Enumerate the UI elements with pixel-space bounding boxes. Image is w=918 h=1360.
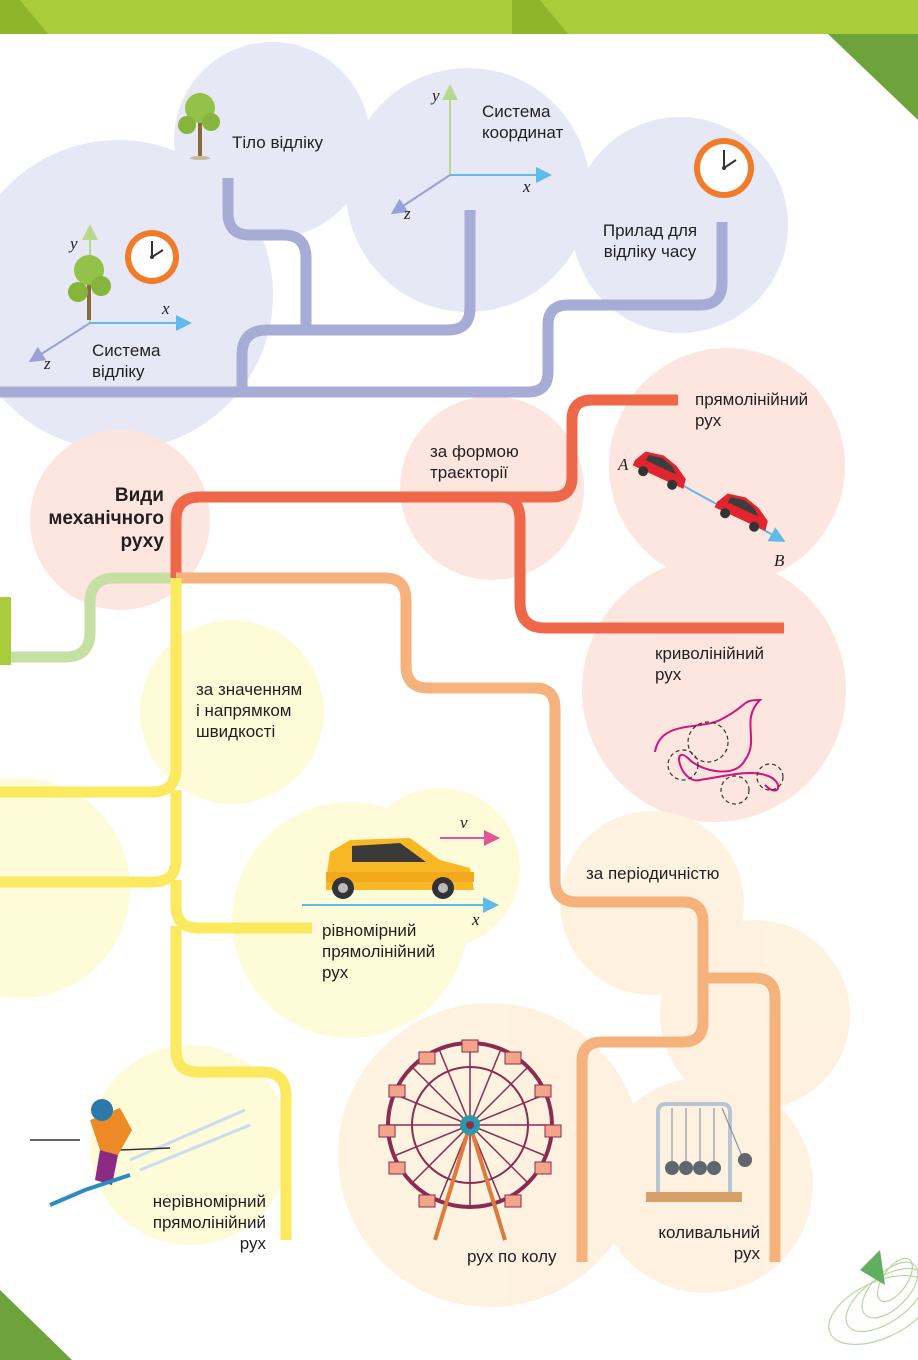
line-trajectory [170, 394, 678, 578]
top-band [0, 0, 918, 120]
line-speed [0, 578, 182, 798]
reference-body-label: Тіло відліку [232, 133, 324, 152]
axis-x-label: x [162, 299, 170, 318]
skier-icon [30, 1099, 251, 1207]
line-periodic [176, 572, 709, 1262]
axis-y-label: y [432, 86, 440, 105]
line-reference [0, 222, 728, 398]
axis-z-label: z [404, 204, 411, 223]
ferris-wheel-icon [378, 1039, 562, 1241]
velocity-label: v⃗ [460, 813, 481, 832]
point-a-label: A [618, 455, 629, 474]
point-b-label: B [774, 551, 785, 570]
coordinate-axes-icon [390, 84, 552, 215]
curvilinear-motion-icon [654, 698, 784, 805]
yellow-car-icon [302, 830, 500, 913]
clock-icon [125, 230, 179, 284]
tree-icon [178, 93, 220, 160]
clock-icon [694, 138, 754, 198]
corner-swirl-icon [828, 1250, 918, 1346]
axis-y-label: y [70, 234, 78, 253]
axis-x-label: x [472, 910, 480, 929]
axis-x-label: x [523, 177, 531, 196]
circular-motion-label: рух по колу [467, 1247, 557, 1266]
periodicity-criterion-label: за періодичністю [586, 864, 720, 883]
corner-decoration [0, 1290, 72, 1360]
rectilinear-motion-icon [632, 451, 786, 542]
axis-z-label: z [44, 354, 51, 373]
tree-icon [68, 255, 111, 320]
pendulum-icon [646, 1102, 752, 1202]
